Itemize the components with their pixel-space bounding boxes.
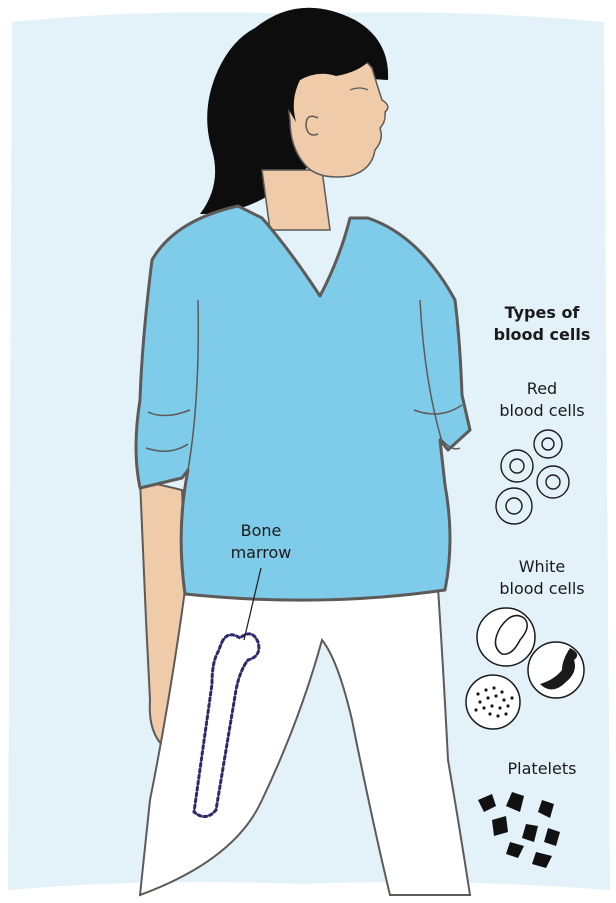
bone-marrow-label-line-1: Bone <box>222 520 300 542</box>
white-label-line-2: blood cells <box>476 578 608 600</box>
white-blood-cells-label: White blood cells <box>476 556 608 600</box>
platelets-label: Platelets <box>476 758 608 780</box>
bone-marrow-label-line-2: marrow <box>222 542 300 564</box>
blood-cell-types-heading: Types of blood cells <box>476 302 608 346</box>
heading-line-2: blood cells <box>476 324 608 346</box>
red-label-line-1: Red <box>476 378 608 400</box>
heading-line-1: Types of <box>476 302 608 324</box>
neck <box>262 170 330 230</box>
bone-marrow-label: Bone marrow <box>222 520 300 564</box>
white-label-line-1: White <box>476 556 608 578</box>
red-label-line-2: blood cells <box>476 400 608 422</box>
red-blood-cells-label: Red blood cells <box>476 378 608 422</box>
